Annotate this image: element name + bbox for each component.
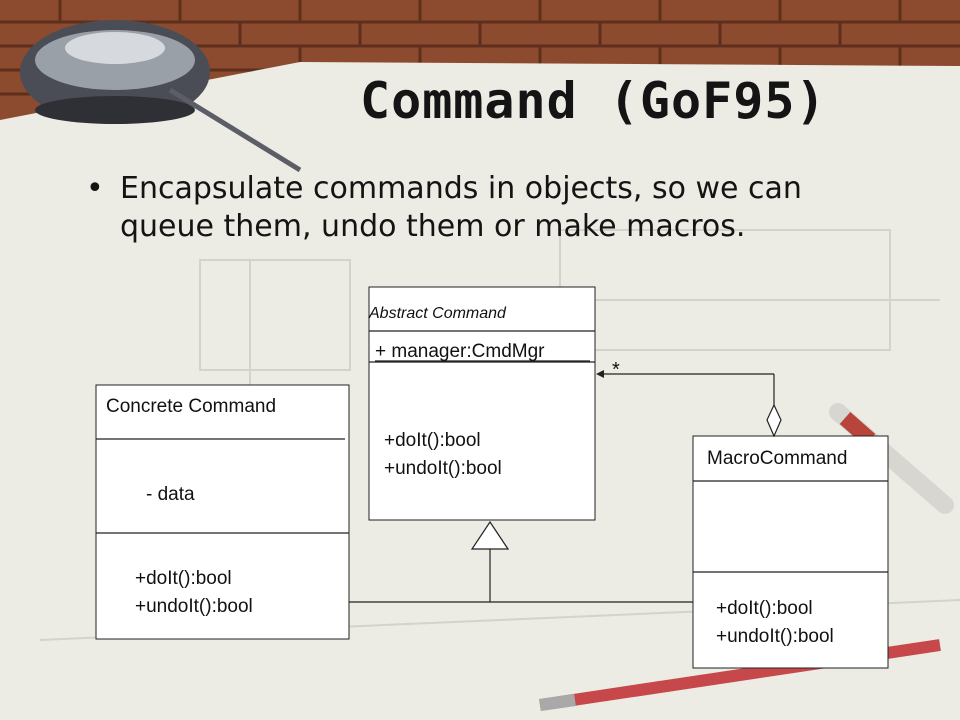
macro-command-box (692, 435, 889, 669)
desk-lamp (20, 20, 302, 173)
aggregation-connector: * (596, 359, 782, 438)
concrete-command-box (95, 384, 350, 640)
slide-title: Command (GoF95) (360, 72, 827, 130)
abstract-command-class: Abstract Command + manager:CmdMgr +doIt(… (368, 286, 596, 521)
concrete-command-method: +doIt():bool (135, 568, 232, 589)
bullet-text: Encapsulate commands in objects, so we c… (120, 170, 900, 246)
abstract-command-method: +undoIt():bool (384, 458, 502, 479)
macro-command-class: MacroCommand +doIt():bool +undoIt():bool (692, 435, 889, 669)
concrete-command-class: Concrete Command - data +doIt():bool +un… (95, 384, 350, 640)
multiplicity-label: * (612, 359, 620, 381)
concrete-command-method: +undoIt():bool (135, 596, 253, 617)
macro-command-method: +undoIt():bool (716, 626, 834, 647)
bullet-icon: • (86, 171, 104, 206)
inheritance-connector (349, 520, 693, 603)
bullet-text-line-2: queue them, undo them or make macros. (120, 209, 746, 244)
abstract-command-name: Abstract Command (368, 305, 507, 322)
concrete-command-name: Concrete Command (106, 396, 276, 417)
bullet-text-line-1: Encapsulate commands in objects, so we c… (120, 171, 802, 206)
generalization-triangle-icon (470, 520, 510, 550)
abstract-command-box (368, 286, 596, 521)
abstract-command-method: +doIt():bool (384, 430, 481, 451)
macro-command-name: MacroCommand (707, 448, 847, 469)
abstract-command-attribute: + manager:CmdMgr (375, 341, 545, 362)
arrowhead-icon (596, 370, 604, 378)
concrete-command-attribute: - data (146, 484, 195, 505)
macro-command-method: +doIt():bool (716, 598, 813, 619)
aggregation-diamond-icon (766, 403, 782, 438)
